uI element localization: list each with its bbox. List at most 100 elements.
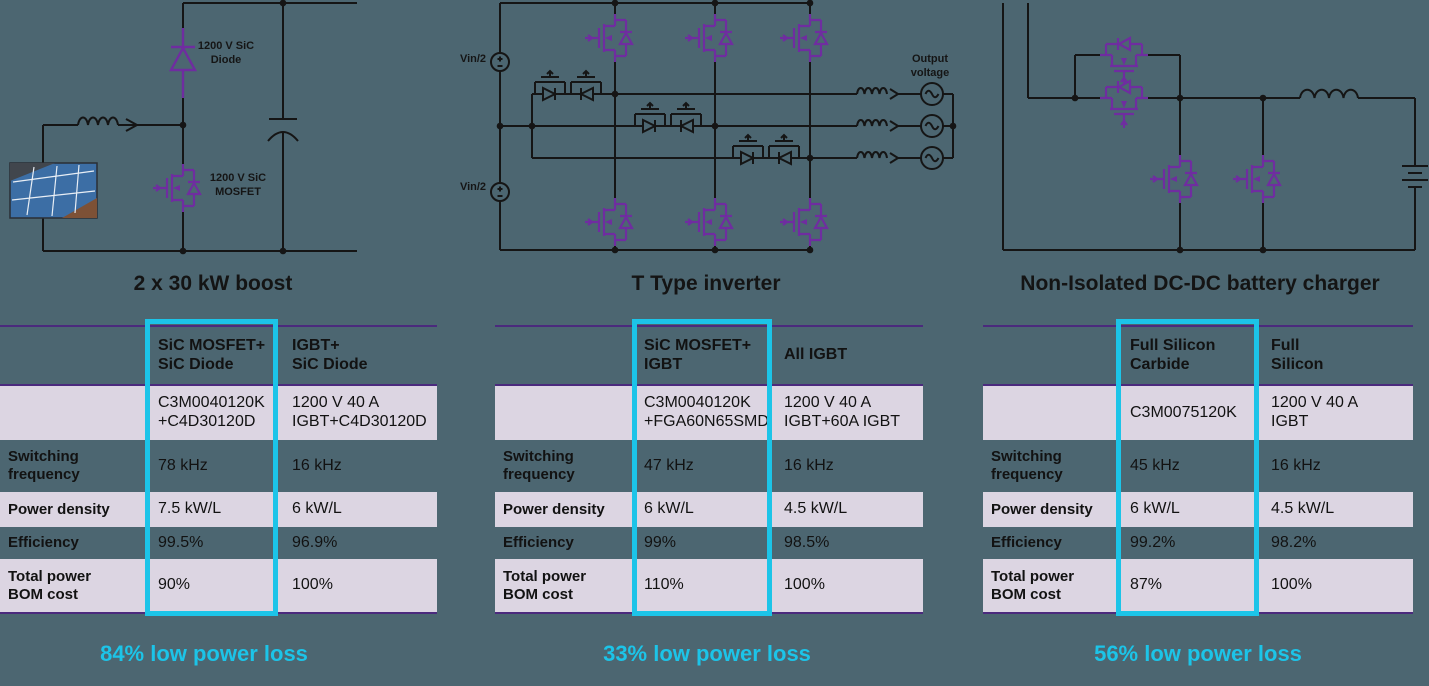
table-cell: 16 kHz [1271,456,1321,474]
junction-dots [496,0,957,254]
table-cell: 100% [1271,576,1312,594]
row-label: Power density [503,500,605,518]
row-label: Total power BOM cost [503,567,587,603]
junction-dots [1071,94,1267,254]
table-cell: C3M0075120K [1130,403,1237,421]
table-row: Total power BOM cost 110% 100% [495,559,923,614]
table-cell: 45 kHz [1130,456,1180,474]
table-cell: 16 kHz [292,456,342,474]
ac-output-symbols [920,82,944,170]
junction-dots [179,0,287,255]
table-cell: 99.2% [1130,533,1176,551]
table-header-row: Full Silicon Carbide Full Silicon [983,327,1413,386]
table-row: Power density 7.5 kW/L 6 kW/L [0,492,437,527]
row-label: Total power BOM cost [991,567,1075,603]
dc-source-symbols [490,52,510,202]
sic-mosfet-symbols [583,12,829,248]
table-cell: 4.5 kW/L [1271,500,1335,518]
row-label: Switching frequency [503,448,575,483]
highlight-box-boost [145,319,278,616]
table-cell: 7.5 kW/L [158,500,222,518]
table-cell: 100% [292,576,333,594]
column-header-ref: All IGBT [784,346,848,364]
table-cell: 98.2% [1271,533,1317,551]
table-row: Switching frequency 45 kHz 16 kHz [983,440,1413,492]
sic-mosfet-symbol [151,162,202,214]
output-inductors [856,87,899,164]
vin-top-label: Vin/2 [459,53,487,65]
column-header-sic: SiC MOSFET+ SiC Diode [158,336,266,373]
table-row: Efficiency 99.2% 98.2% [983,527,1413,559]
solar-panel-image [9,162,98,219]
column-header-ref: Full Silicon [1271,336,1324,373]
row-label: Power density [991,500,1093,518]
table-cell: 99% [644,533,677,551]
battery-symbol [1402,165,1428,188]
table-row: Efficiency 99% 98.5% [495,527,923,559]
table-cell: 4.5 kW/L [784,500,848,518]
capacitor-symbol [267,3,299,251]
table-row: Total power BOM cost 90% 100% [0,559,437,614]
table-cell: C3M0040120K +FGA60N65SMD [644,394,769,430]
vin-bottom-label: Vin/2 [459,181,487,193]
column-header-sic: SiC MOSFET+ IGBT [644,336,752,373]
table-row: Total power BOM cost 87% 100% [983,559,1413,614]
comparison-table-inverter: SiC MOSFET+ IGBT All IGBT C3M0040120K +F… [495,325,923,614]
igbt-bidirectional-switches [534,70,800,165]
table-row: C3M0040120K +FGA60N65SMD 1200 V 40 A IGB… [495,386,923,440]
table-cell: 6 kW/L [644,500,694,518]
table-row: Switching frequency 78 kHz 16 kHz [0,440,437,492]
highlight-box-inverter [632,319,772,616]
row-label [0,386,146,440]
output-voltage-label: Output voltage [910,53,950,79]
sic-diode-label: 1200 V SiC Diode [197,40,255,66]
table-cell: 6 kW/L [1130,500,1180,518]
table-cell: 78 kHz [158,456,208,474]
row-label: Power density [8,500,110,518]
boost-circuit-diagram [9,0,357,255]
table-row: Power density 6 kW/L 4.5 kW/L [983,492,1413,527]
table-cell: 16 kHz [784,456,834,474]
highlight-box-charger [1116,319,1259,616]
row-label [495,386,632,440]
table-cell: 87% [1130,576,1163,594]
row-label [983,386,1118,440]
sic-mosfet-symbols [1098,36,1282,205]
table-cell: 98.5% [784,533,830,551]
panel-title-charger: Non-Isolated DC-DC battery charger [1020,272,1380,295]
table-cell: 90% [158,576,191,594]
table-cell: 100% [784,576,825,594]
column-header-sic: Full Silicon Carbide [1130,336,1216,373]
current-arrow-icon [125,118,138,132]
t-type-inverter-circuit-diagram [490,0,957,254]
panel-title-boost: 2 x 30 kW boost [133,272,293,295]
table-cell: 6 kW/L [292,500,342,518]
table-cell: 110% [644,576,684,594]
table-row: C3M0040120K +C4D30120D 1200 V 40 A IGBT+… [0,386,437,440]
table-cell: 1200 V 40 A IGBT+C4D30120D [292,394,427,430]
inductor-symbol [77,116,119,126]
table-cell-empty [495,327,632,384]
table-cell: 99.5% [158,533,204,551]
sic-diode-symbol [168,28,198,98]
row-label: Efficiency [991,534,1062,552]
comparison-table-boost: SiC MOSFET+ SiC Diode IGBT+ SiC Diode C3… [0,325,437,614]
table-cell: 1200 V 40 A IGBT [1271,394,1359,430]
row-label: Efficiency [8,534,79,552]
wires [1002,3,1428,251]
table-row: Switching frequency 47 kHz 16 kHz [495,440,923,492]
row-label: Total power BOM cost [8,567,92,603]
row-label: Switching frequency [991,448,1063,483]
table-header-row: SiC MOSFET+ SiC Diode IGBT+ SiC Diode [0,327,437,386]
table-row: Power density 6 kW/L 4.5 kW/L [495,492,923,527]
table-cell-empty [983,327,1118,384]
row-label: Switching frequency [8,448,80,483]
table-row: C3M0075120K 1200 V 40 A IGBT [983,386,1413,440]
inductor-symbol [1299,88,1359,99]
table-header-row: SiC MOSFET+ IGBT All IGBT [495,327,923,386]
table-cell: 47 kHz [644,456,694,474]
row-label: Efficiency [503,534,574,552]
table-cell-empty [0,327,146,384]
sic-mosfet-label: 1200 V SiC MOSFET [209,172,267,198]
table-cell: 96.9% [292,533,338,551]
